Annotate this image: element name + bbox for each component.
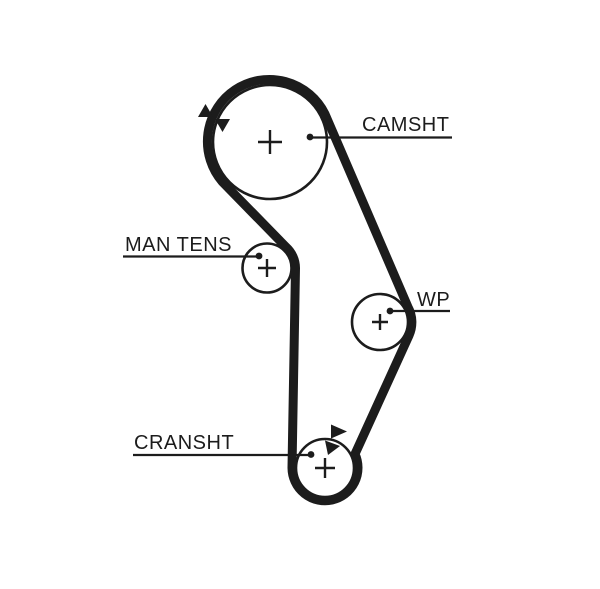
- cam-mark-up-triangle-icon: [198, 104, 213, 117]
- manual-tensioner-label: MAN TENS: [125, 234, 232, 256]
- manual-tensioner-leader-dot: [255, 252, 263, 260]
- manual-tensioner-center-cross-icon: [258, 259, 276, 277]
- crankshaft-center-cross-icon: [315, 458, 335, 478]
- water-pump-center-cross-icon: [372, 314, 388, 330]
- crankshaft-leader-dot: [307, 451, 315, 458]
- water-pump-leader-dot: [386, 307, 394, 315]
- timing-belt-path: [202, 74, 417, 506]
- water-pump-label: WP: [417, 289, 450, 311]
- camshaft-leader-dot: [306, 133, 314, 141]
- crank-mark-outer-triangle-icon: [331, 424, 347, 439]
- camshaft-center-cross-icon: [258, 130, 282, 154]
- crank-mark-inner-triangle-icon: [325, 440, 340, 455]
- crankshaft-label: CRANSHT: [134, 432, 234, 454]
- camshaft-label: CAMSHT: [362, 114, 449, 136]
- cam-mark-down-triangle-icon: [215, 119, 230, 132]
